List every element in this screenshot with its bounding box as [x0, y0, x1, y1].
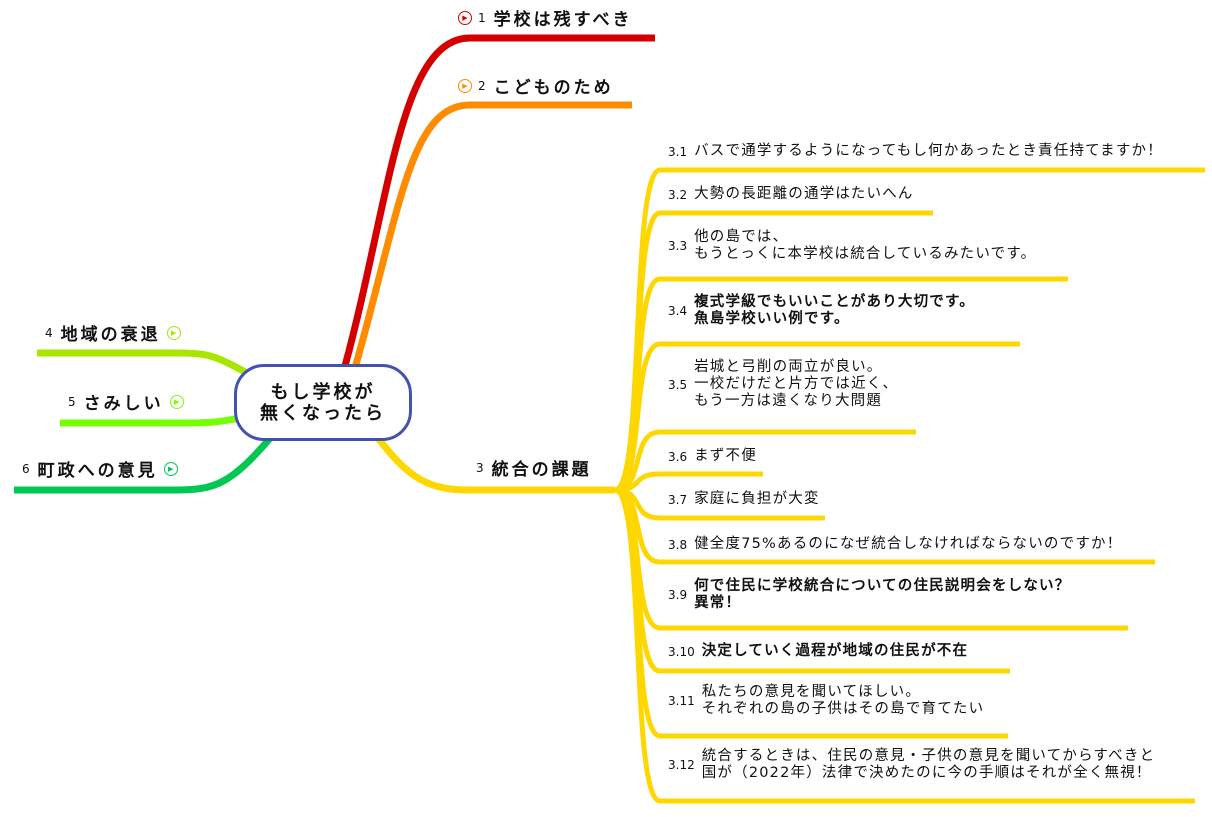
branch-3-connector [375, 435, 615, 494]
subtopic-3-6[interactable]: 3.6 まず不便 [668, 448, 757, 465]
subtopic-connector [614, 471, 763, 493]
branch-2-connector [351, 101, 632, 369]
subtopic-3-3[interactable]: 3.3 他の島では、もうとっくに本学校は統合しているみたいです。 [668, 229, 1036, 263]
branch-5[interactable]: 5 さみしい ▶ [68, 389, 190, 414]
subtopic-number: 3.3 [668, 239, 688, 253]
branch-label: 統合の課題 [491, 460, 592, 480]
subtopic-line: 魚島学校いい例です。 [694, 311, 850, 327]
subtopic-connector [614, 341, 1020, 493]
subtopic-line: 国が（2022年）法律で決めたのに今の手順はそれが全く無視！ [701, 765, 1152, 781]
central-topic-line: 無くなったら [260, 402, 386, 424]
subtopic-line: 家庭に負担が大変 [694, 491, 820, 507]
subtopic-text: 私たちの意見を聞いてほしい。それぞれの島の子供はその島で育てたい [702, 684, 985, 718]
play-circle-icon[interactable]: ▶ [458, 78, 472, 93]
branch-4-connector [37, 349, 247, 376]
subtopic-3-11[interactable]: 3.11 私たちの意見を聞いてほしい。それぞれの島の子供はその島で育てたい [668, 684, 984, 718]
play-circle-icon[interactable]: ▶ [458, 10, 472, 25]
subtopic-text: 決定していく過程が地域の住民が不在 [702, 643, 968, 660]
branch-6[interactable]: 6 町政への意見 ▶ [22, 456, 184, 481]
branch-4[interactable]: 4 地域の衰退 ▶ [45, 320, 187, 345]
subtopic-line: 一校だけだと片方では近く、 [694, 376, 899, 392]
branch-label: こどものため [493, 78, 614, 98]
branch-1[interactable]: ▶ 1 学校は残すべき [452, 5, 632, 30]
subtopic-3-9[interactable]: 3.9 何で住民に学校統合についての住民説明会をしない？異常！ [668, 578, 1070, 612]
branch-label: 学校は残すべき [493, 10, 633, 30]
subtopic-line: 他の島では、 [694, 229, 789, 245]
subtopic-3-1[interactable]: 3.1 バスで通学するようになってもし何かあったとき責任持てますか！ [668, 143, 1163, 160]
subtopic-line: 統合するときは、住民の意見・子供の意見を聞いてからすべきと [701, 748, 1156, 764]
subtopic-3-4[interactable]: 3.4 複式学級でもいいことがあり大切です。魚島学校いい例です。 [668, 294, 975, 328]
subtopic-line: 私たちの意見を聞いてほしい。 [701, 684, 922, 700]
branch-number: 2 [478, 78, 486, 93]
subtopic-line: 岩城と弓削の両立が良い。 [694, 359, 883, 375]
subtopic-text: 他の島では、もうとっくに本学校は統合しているみたいです。 [694, 229, 1036, 263]
branch-1-connector [341, 34, 655, 367]
subtopic-number: 3.8 [668, 537, 688, 552]
subtopic-line: 決定していく過程が地域の住民が不在 [701, 643, 969, 659]
subtopic-line: 異常！ [694, 595, 742, 611]
subtopic-line: もうとっくに本学校は統合しているみたいです。 [694, 246, 1037, 262]
subtopic-text: バスで通学するようになってもし何かあったとき責任持てますか！ [694, 143, 1163, 160]
branch-2[interactable]: ▶ 2 こどものため [452, 73, 614, 98]
subtopic-3-7[interactable]: 3.7 家庭に負担が大変 [668, 491, 820, 508]
subtopic-text: 岩城と弓削の両立が良い。一校だけだと片方では近く、もう一方は遠くなり大問題 [694, 359, 898, 410]
subtopic-text: 何で住民に学校統合についての住民説明会をしない？異常！ [694, 578, 1070, 612]
subtopic-line: 何で住民に学校統合についての住民説明会をしない？ [694, 578, 1071, 594]
branch-number: 3 [476, 460, 484, 475]
subtopic-text: 複式学級でもいいことがあり大切です。魚島学校いい例です。 [694, 294, 975, 328]
subtopic-number: 3.9 [668, 588, 688, 602]
play-circle-icon[interactable]: ▶ [166, 325, 181, 340]
play-circle-icon[interactable]: ▶ [163, 461, 178, 476]
subtopic-text: まず不便 [694, 448, 757, 465]
subtopic-connector [614, 429, 916, 493]
subtopic-line: もう一方は遠くなり大問題 [694, 393, 883, 409]
subtopic-line: それぞれの島の子供はその島で育てたい [701, 701, 985, 717]
branch-number: 6 [22, 461, 30, 476]
subtopic-number: 3.6 [668, 449, 688, 464]
subtopic-number: 3.10 [668, 644, 695, 659]
branch-number: 1 [478, 10, 486, 25]
subtopic-text: 健全度75%あるのになぜ統合しなければならないのですか！ [694, 536, 1122, 553]
subtopic-connector [613, 487, 1195, 804]
subtopic-number: 3.1 [668, 144, 688, 159]
subtopic-3-8[interactable]: 3.8 健全度75%あるのになぜ統合しなければならないのですか！ [668, 536, 1122, 553]
branch-5-connector [60, 414, 241, 427]
subtopic-number: 3.12 [668, 758, 695, 772]
subtopic-text: 統合するときは、住民の意見・子供の意見を聞いてからすべきと国が（2022年）法律… [702, 748, 1156, 782]
subtopic-number: 3.2 [668, 187, 688, 202]
branch-number: 4 [45, 325, 53, 340]
subtopic-3-5[interactable]: 3.5 岩城と弓削の両立が良い。一校だけだと片方では近く、もう一方は遠くなり大問題 [668, 359, 898, 410]
subtopic-line: 複式学級でもいいことがあり大切です。 [694, 294, 975, 310]
branch-number: 5 [68, 394, 76, 409]
subtopic-number: 3.7 [668, 492, 688, 507]
subtopic-connector [613, 167, 1205, 493]
subtopic-number: 3.5 [668, 377, 688, 392]
branch-3[interactable]: 3 統合の課題 [476, 455, 592, 480]
subtopic-number: 3.4 [668, 304, 688, 318]
subtopic-text: 大勢の長距離の通学はたいへん [694, 186, 914, 203]
branch-6-connector [14, 433, 275, 494]
subtopic-line: 大勢の長距離の通学はたいへん [694, 186, 914, 202]
subtopic-3-12[interactable]: 3.12 統合するときは、住民の意見・子供の意見を聞いてからすべきと国が（2022… [668, 748, 1155, 782]
subtopic-line: バスで通学するようになってもし何かあったとき責任持てますか！ [694, 143, 1163, 159]
central-topic-line: もし学校が [270, 381, 376, 403]
branch-label: 町政への意見 [37, 461, 158, 481]
subtopic-number: 3.11 [668, 694, 695, 708]
subtopic-3-2[interactable]: 3.2 大勢の長距離の通学はたいへん [668, 186, 914, 203]
subtopic-text: 家庭に負担が大変 [694, 491, 820, 508]
branch-label: さみしい [83, 394, 164, 414]
subtopic-line: 健全度75%あるのになぜ統合しなければならないのですか！ [694, 536, 1123, 552]
branch-label: 地域の衰退 [60, 325, 161, 345]
subtopic-line: まず不便 [694, 448, 757, 464]
subtopic-3-10[interactable]: 3.10 決定していく過程が地域の住民が不在 [668, 643, 968, 660]
central-topic[interactable]: もし学校が 無くなったら [234, 364, 412, 441]
play-circle-icon[interactable]: ▶ [169, 394, 184, 409]
